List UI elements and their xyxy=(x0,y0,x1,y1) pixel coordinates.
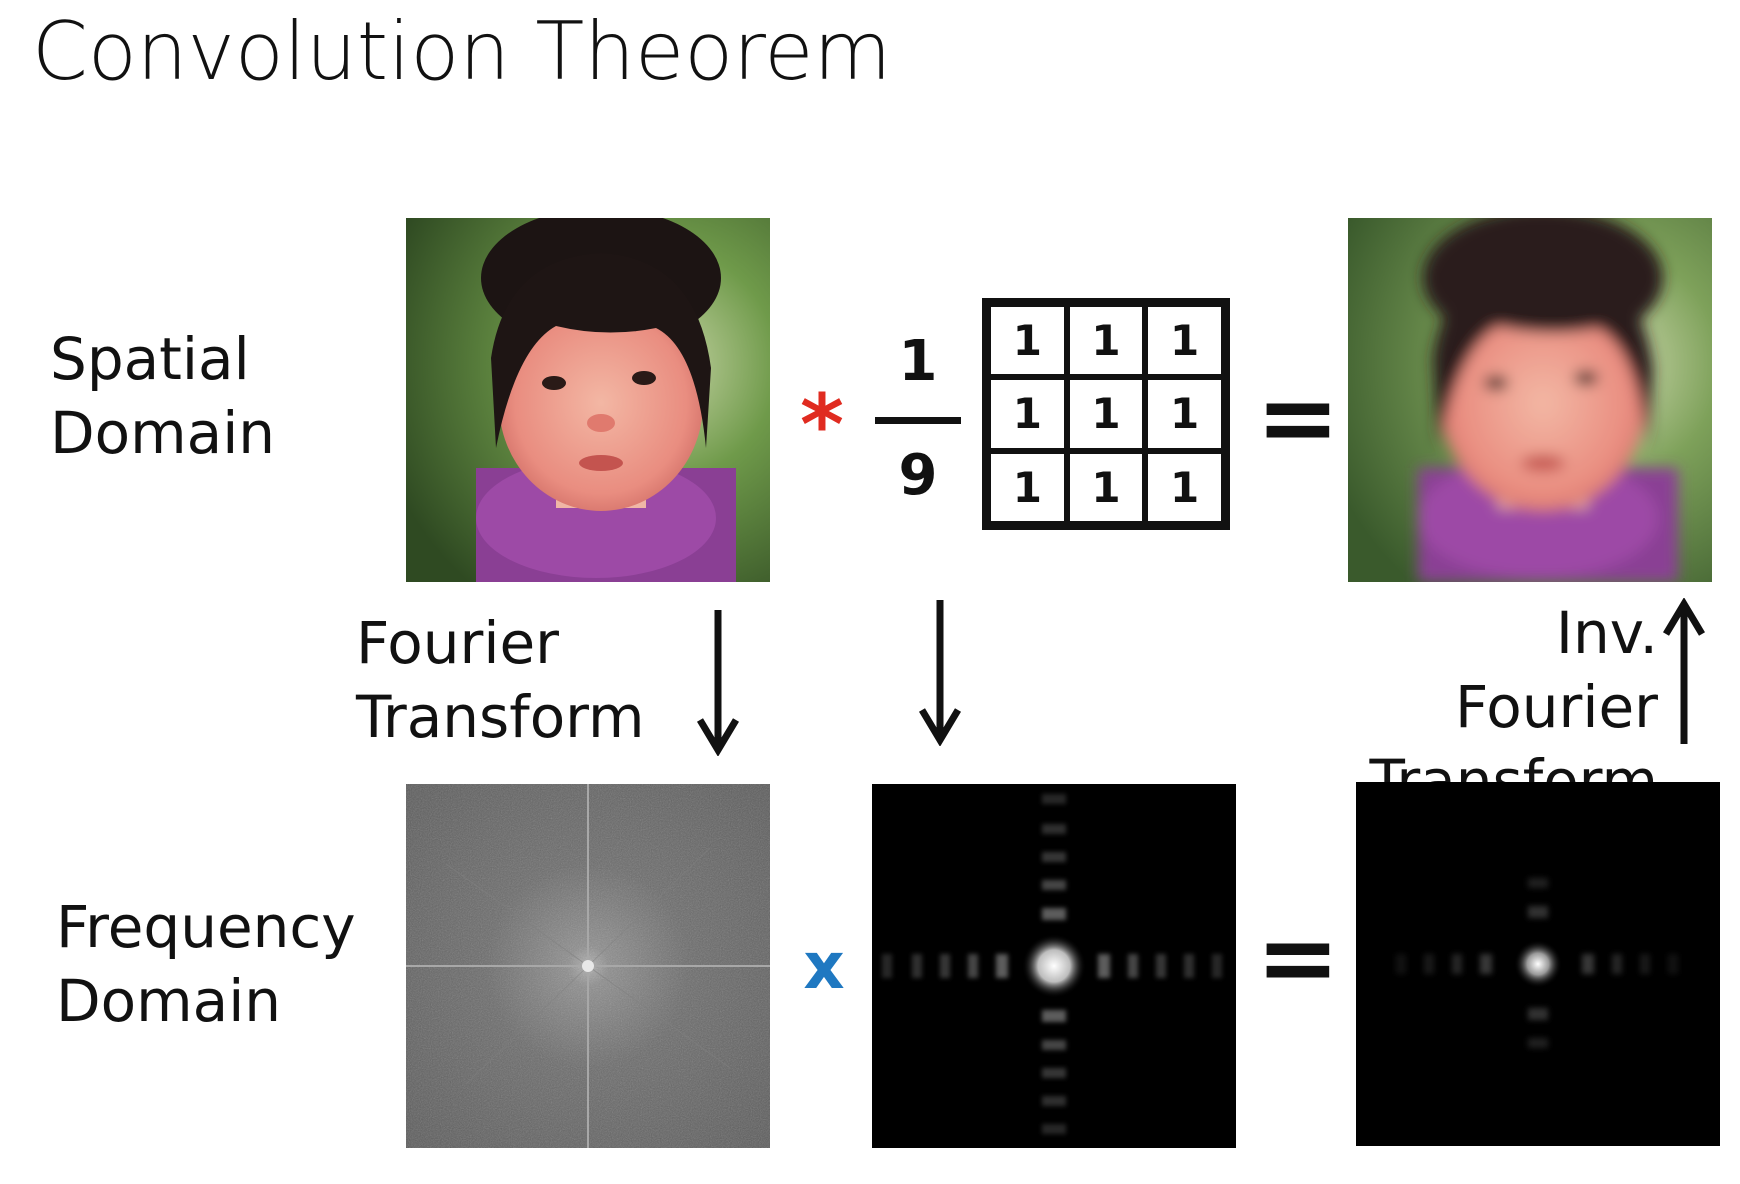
kernel-cell: 1 xyxy=(988,450,1067,524)
up-arrow-icon xyxy=(1662,598,1706,744)
frequency-domain-line1: Frequency xyxy=(56,893,356,961)
kernel-cell: 1 xyxy=(1145,304,1224,378)
spatial-domain-line2: Domain xyxy=(50,399,276,467)
equals-operator-top: = xyxy=(1256,359,1340,476)
kernel-cell: 1 xyxy=(1145,377,1224,451)
frequency-domain-label: Frequency Domain xyxy=(56,890,356,1038)
product-spectrum xyxy=(1356,782,1720,1146)
kernel-cell: 1 xyxy=(1066,304,1146,378)
spatial-domain-line1: Spatial xyxy=(50,325,250,393)
kernel-cell: 1 xyxy=(1145,450,1224,524)
kernel-numerator: 1 xyxy=(898,329,938,394)
spatial-domain-label: Spatial Domain xyxy=(50,322,275,470)
frequency-domain-line2: Domain xyxy=(56,967,282,1035)
kernel-cell: 1 xyxy=(1066,377,1146,451)
kernel-cell: 1 xyxy=(988,304,1067,378)
kernel-cell: 1 xyxy=(988,377,1067,451)
fraction-bar xyxy=(875,417,961,424)
blurred-photo xyxy=(1348,218,1712,582)
convolution-operator: * xyxy=(800,376,844,474)
down-arrow-icon xyxy=(696,610,740,756)
box-filter-kernel: 1 1 1 1 1 1 1 1 1 xyxy=(982,298,1230,530)
inverse-fourier-line1: Inv. Fourier xyxy=(1454,599,1658,741)
kernel-denominator: 9 xyxy=(898,443,938,508)
down-arrow-icon xyxy=(918,600,962,746)
kernel-spectrum xyxy=(872,784,1236,1148)
page-title: Convolution Theorem xyxy=(32,5,892,98)
equals-operator-bottom: = xyxy=(1256,899,1340,1016)
fourier-transform-line1: Fourier xyxy=(356,609,560,677)
kernel-cell: 1 xyxy=(1066,450,1146,524)
fourier-transform-line2: Transform xyxy=(356,683,645,751)
original-photo xyxy=(406,218,770,582)
image-spectrum xyxy=(406,784,770,1148)
multiply-operator: x xyxy=(803,930,845,1004)
fourier-transform-label: Fourier Transform xyxy=(356,606,645,754)
